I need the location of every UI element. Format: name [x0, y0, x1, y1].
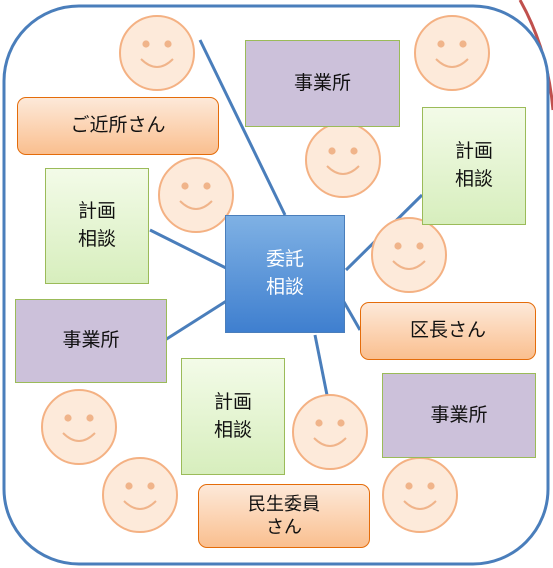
- smiley-face-icon: [371, 217, 447, 293]
- smiley-face-icon: [41, 389, 117, 465]
- smiley-face-icon: [305, 122, 381, 198]
- connector-line: [313, 334, 330, 401]
- smiley-face-icon: [382, 457, 458, 533]
- smiley-face-icon: [292, 394, 368, 470]
- welfare-commissioner-node: 民生委員 さん: [198, 484, 370, 548]
- connectors: [149, 39, 424, 401]
- smiley-faces: [41, 15, 490, 533]
- plan-consultation-node: 計画 相談: [45, 168, 149, 284]
- smiley-face-icon: [102, 457, 178, 533]
- connector-line: [164, 298, 229, 342]
- smiley-face-icon: [414, 15, 490, 91]
- office-node: 事業所: [15, 299, 167, 383]
- office-node: 事業所: [245, 40, 400, 127]
- smiley-face-icon: [158, 157, 234, 233]
- connector-line: [149, 228, 227, 270]
- central-node-itaku-soudan: 委託 相談: [225, 215, 345, 333]
- neighbor-node: ご近所さん: [17, 97, 219, 155]
- office-node: 事業所: [382, 373, 536, 458]
- plan-consultation-node: 計画 相談: [181, 358, 285, 475]
- smiley-face-icon: [119, 15, 195, 91]
- ward-head-node: 区長さん: [360, 302, 536, 360]
- connector-line: [198, 39, 287, 216]
- plan-consultation-node: 計画 相談: [422, 107, 526, 225]
